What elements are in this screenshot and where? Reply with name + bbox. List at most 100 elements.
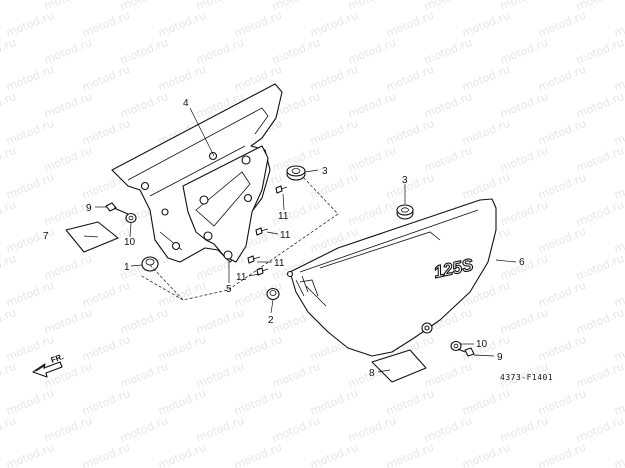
assembly-outline: [111, 169, 339, 301]
watermark-text: motod.ru: [536, 441, 588, 468]
watermark-text: motod.ru: [0, 36, 18, 67]
watermark-text: motod.ru: [270, 360, 322, 391]
watermark-text: motod.ru: [612, 225, 625, 256]
watermark-text: motod.ru: [194, 306, 246, 337]
watermark-text: motod.ru: [232, 441, 284, 468]
watermark-text: motod.ru: [308, 441, 360, 468]
watermark-text: motod.ru: [536, 333, 588, 364]
watermark-text: motod.ru: [308, 387, 360, 418]
watermark-text: motod.ru: [0, 306, 18, 337]
leader-lines: [83, 107, 517, 373]
watermark-text: motod.ru: [156, 333, 208, 364]
watermark-text: motod.ru: [80, 387, 132, 418]
callout-8: 8: [369, 368, 375, 379]
screws-part-11: [247, 185, 288, 276]
watermark-text: motod.ru: [612, 63, 625, 94]
watermark-text: motod.ru: [42, 360, 94, 391]
watermark-text: motod.ru: [498, 144, 550, 175]
watermark-text: motod.ru: [156, 9, 208, 40]
washer-right: [450, 340, 462, 352]
watermark-text: motod.ru: [612, 333, 625, 364]
watermark-text: motod.ru: [384, 117, 436, 148]
watermark-text: motod.ru: [0, 360, 18, 391]
watermark-text: motod.ru: [0, 198, 18, 229]
watermark-text: motod.ru: [42, 252, 94, 283]
watermark-text: motod.ru: [346, 198, 398, 229]
watermark-text: motod.ru: [4, 279, 56, 310]
watermark-text: motod.ru: [460, 171, 512, 202]
watermark-text: motod.ru: [422, 90, 474, 121]
watermark-text: motod.ru: [118, 306, 170, 337]
watermark-text: motod.ru: [0, 0, 18, 13]
right-side-cover: [286, 198, 497, 357]
watermark-text: motod.ru: [346, 144, 398, 175]
callout-9-right: 9: [497, 352, 503, 363]
watermark-text: motod.ru: [270, 36, 322, 67]
callout-11-b: 11: [280, 230, 291, 241]
watermark-text: motod.ru: [384, 63, 436, 94]
grommet-top-right: [396, 204, 414, 220]
watermark-text: motod.ru: [80, 333, 132, 364]
watermark-text: motod.ru: [80, 279, 132, 310]
watermark-text: motod.ru: [0, 90, 18, 121]
watermark-text: motod.ru: [498, 198, 550, 229]
callout-10-right: 10: [476, 339, 488, 350]
watermark-text: motod.ru: [498, 306, 550, 337]
bolt-right: [457, 347, 475, 357]
watermark-text: motod.ru: [574, 252, 625, 283]
watermark-text: motod.ru: [346, 414, 398, 445]
callout-5: 5: [226, 284, 232, 295]
watermark-text: motod.ru: [536, 171, 588, 202]
watermark-text: motod.ru: [574, 90, 625, 121]
watermark-text: motod.ru: [612, 117, 625, 148]
watermark-text: motod.ru: [574, 306, 625, 337]
watermark-text: motod.ru: [460, 9, 512, 40]
watermark-text: motod.ru: [42, 36, 94, 67]
watermark-text: motod.ru: [80, 9, 132, 40]
watermark-text: motod.ru: [536, 117, 588, 148]
watermark-text: motod.ru: [156, 441, 208, 468]
watermark-text: motod.ru: [156, 279, 208, 310]
grommet-part-1: [141, 256, 159, 272]
watermark-text: motod.ru: [118, 414, 170, 445]
watermark-text: motod.ru: [612, 9, 625, 40]
watermark-text: motod.ru: [460, 63, 512, 94]
watermark-text: motod.ru: [460, 441, 512, 468]
watermark-text: motod.ru: [42, 144, 94, 175]
watermark-text: motod.ru: [612, 387, 625, 418]
watermark-text: motod.ru: [42, 90, 94, 121]
callout-6: 6: [519, 257, 525, 268]
watermark-text: motod.ru: [270, 414, 322, 445]
callout-1: 1: [124, 262, 130, 273]
watermark-text: motod.ru: [4, 387, 56, 418]
watermark-text: motod.ru: [574, 36, 625, 67]
watermark-text: motod.ru: [384, 441, 436, 468]
callout-3-left: 3: [322, 166, 328, 177]
watermark-text: motod.ru: [422, 414, 474, 445]
watermark-text: motod.ru: [4, 441, 56, 468]
watermark-text: motod.ru: [574, 198, 625, 229]
watermark-text: motod.ru: [308, 9, 360, 40]
pad-part-8: [371, 349, 427, 383]
watermark-text: motod.ru: [194, 414, 246, 445]
watermark-text: motod.ru: [612, 171, 625, 202]
watermark-text: motod.ru: [612, 441, 625, 468]
watermark-text: motod.ru: [346, 36, 398, 67]
grommet-part-2: [266, 287, 280, 301]
watermark-text: motod.ru: [232, 9, 284, 40]
watermark-text: motod.ru: [612, 279, 625, 310]
drawing-code: 4373-F1401: [500, 373, 553, 382]
watermark-text: motod.ru: [460, 387, 512, 418]
callout-11-d: 11: [236, 272, 247, 283]
watermark-text: motod.ru: [384, 9, 436, 40]
watermark-text: motod.ru: [80, 441, 132, 468]
callout-11-a: 11: [278, 211, 289, 222]
watermark-text: motod.ru: [498, 414, 550, 445]
callout-2: 2: [268, 315, 274, 326]
watermark-text: motod.ru: [422, 144, 474, 175]
watermark-text: motod.ru: [232, 333, 284, 364]
pad-part-7: [65, 221, 119, 253]
watermark-text: motod.ru: [536, 63, 588, 94]
